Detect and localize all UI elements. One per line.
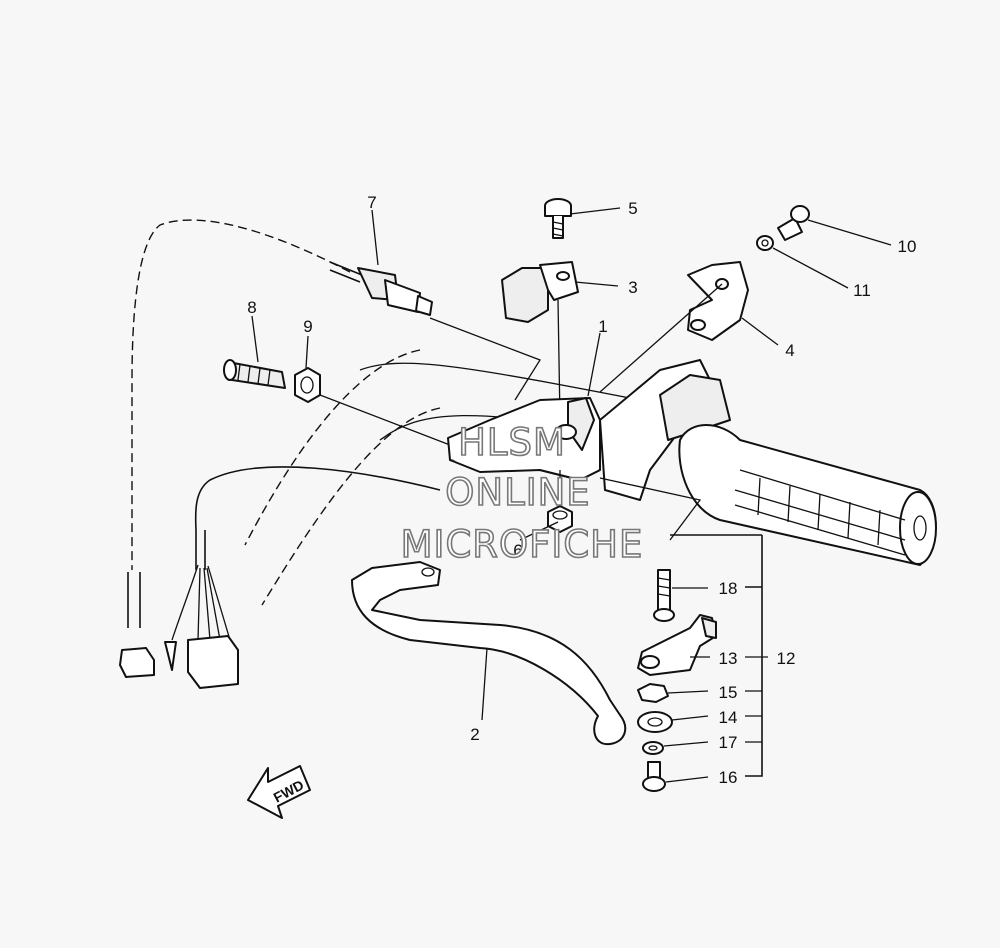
callout-10: 10: [898, 237, 917, 256]
callout-4: 4: [785, 341, 794, 360]
part-18-bolt: [653, 569, 675, 622]
part-9-nut: [294, 367, 451, 446]
callout-15: 15: [719, 683, 738, 702]
cable-dashed-line: [261, 407, 441, 606]
part-11-washer: [756, 235, 774, 251]
callout-5: 5: [628, 199, 637, 218]
group-bracket-12: [670, 534, 763, 777]
part-15-nut: [637, 683, 669, 703]
part-2-brake-lever: [351, 561, 627, 746]
part-16-screw: [642, 761, 666, 792]
callout-12: 12: [777, 649, 796, 668]
part-8-adjuster: [223, 359, 286, 389]
callout-14: 14: [719, 708, 738, 727]
part-4-bracket: [599, 261, 749, 393]
part-6-nut: [547, 470, 573, 533]
callout-8: 8: [247, 298, 256, 317]
part-3-clamp: [501, 261, 579, 421]
callout-7: 7: [367, 193, 376, 212]
callout-17: 17: [719, 733, 738, 752]
part-10-screw: [777, 205, 810, 241]
part-5-bolt: [544, 198, 572, 239]
watermark: HLSM ONLINE MICROFICHE: [400, 420, 644, 567]
handlebar-outline: [359, 362, 641, 401]
callout-18: 18: [719, 579, 738, 598]
callout-16: 16: [719, 768, 738, 787]
wire-harness: [119, 466, 441, 689]
part-13-lever: [637, 614, 717, 676]
part-1-lever-holder: [447, 397, 601, 481]
watermark-line-1: HLSM: [458, 421, 566, 464]
callout-6: 6: [513, 541, 522, 560]
part-17-lockwasher: [642, 741, 664, 755]
cable-dashed-line: [131, 219, 351, 570]
callout-13: 13: [719, 649, 738, 668]
watermark-line-3: MICROFICHE: [401, 523, 644, 566]
cable-dashed-line: [244, 349, 421, 546]
callout-1: 1: [598, 317, 607, 336]
watermark-line-2: ONLINE: [445, 471, 590, 514]
callout-3: 3: [628, 278, 637, 297]
handle-grip: [599, 359, 937, 566]
part-14-washer: [637, 711, 673, 733]
fwd-arrow-icon: FWD: [247, 765, 311, 819]
part-7-switch: [329, 261, 541, 401]
callout-2: 2: [470, 725, 479, 744]
callout-11: 11: [853, 281, 871, 300]
callout-9: 9: [303, 317, 312, 336]
leader-lines: [251, 207, 892, 783]
